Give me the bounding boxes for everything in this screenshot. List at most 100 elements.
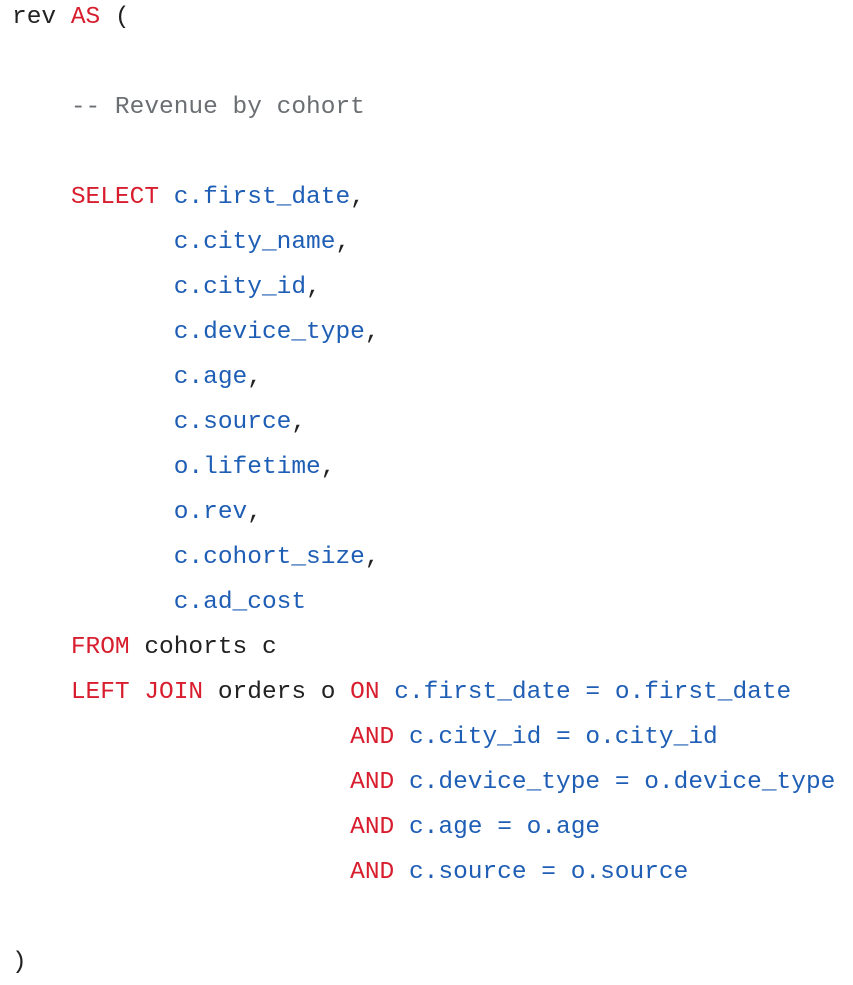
- sql-keyword: AND: [350, 859, 395, 886]
- code-line: ): [12, 940, 835, 985]
- code-text: ,: [247, 364, 262, 391]
- code-text: cohorts c: [129, 634, 277, 661]
- code-line: c.age,: [12, 355, 835, 400]
- code-text: [12, 409, 174, 436]
- operator: =: [497, 814, 512, 841]
- column-reference: c.city_id: [408, 724, 542, 751]
- code-text: (: [100, 4, 130, 31]
- sql-keyword: LEFT JOIN: [70, 679, 204, 706]
- code-text: ,: [335, 229, 351, 256]
- operator: =: [541, 859, 556, 886]
- code-text: [12, 94, 71, 121]
- code-text: [12, 229, 174, 256]
- code-text: [380, 679, 395, 706]
- code-line: AND c.age = o.age: [12, 805, 835, 850]
- code-line: c.cohort_size,: [12, 535, 835, 580]
- code-text: [12, 814, 350, 841]
- code-line: AND c.source = o.source: [12, 850, 835, 895]
- sql-keyword: AND: [350, 724, 395, 751]
- column-reference: c.device_type: [173, 319, 365, 346]
- code-text: [541, 724, 556, 751]
- column-reference: o.age: [526, 814, 601, 841]
- code-line: rev AS (: [12, 0, 835, 40]
- code-text: ,: [291, 409, 307, 436]
- code-text: [600, 679, 615, 706]
- sql-code-block: rev AS ( -- Revenue by cohort SELECT c.f…: [12, 0, 835, 985]
- code-text: [630, 769, 645, 796]
- code-text: [394, 769, 409, 796]
- code-text: [482, 814, 497, 841]
- column-reference: o.device_type: [644, 769, 836, 796]
- column-reference: c.ad_cost: [173, 589, 307, 616]
- column-reference: c.first_date: [394, 679, 571, 706]
- code-text: [12, 634, 71, 661]
- code-line: [12, 40, 835, 85]
- column-reference: c.city_id: [173, 274, 307, 301]
- code-line: c.device_type,: [12, 310, 835, 355]
- code-line: [12, 895, 835, 940]
- operator: =: [585, 679, 601, 706]
- code-line: AND c.device_type = o.device_type: [12, 760, 835, 805]
- code-text: ,: [364, 319, 380, 346]
- code-line: FROM cohorts c: [12, 625, 835, 670]
- code-line: [12, 130, 835, 175]
- code-line: c.source,: [12, 400, 835, 445]
- code-text: [394, 724, 409, 751]
- sql-keyword: AND: [350, 769, 395, 796]
- column-reference: c.first_date: [173, 184, 351, 211]
- code-line: o.lifetime,: [12, 445, 835, 490]
- code-text: ,: [364, 544, 380, 571]
- code-text: orders o: [203, 679, 351, 706]
- code-line: LEFT JOIN orders o ON c.first_date = o.f…: [12, 670, 835, 715]
- code-line: o.rev,: [12, 490, 835, 535]
- code-text: [12, 364, 174, 391]
- code-text: [512, 814, 527, 841]
- column-reference: o.source: [570, 859, 689, 886]
- code-line: -- Revenue by cohort: [12, 85, 835, 130]
- code-text: [571, 724, 586, 751]
- code-line: SELECT c.first_date,: [12, 175, 835, 220]
- sql-keyword: AND: [350, 814, 395, 841]
- code-text: [12, 769, 350, 796]
- column-reference: c.device_type: [408, 769, 601, 796]
- code-line: c.city_name,: [12, 220, 835, 265]
- column-reference: c.age: [173, 364, 248, 391]
- column-reference: o.first_date: [614, 679, 792, 706]
- column-reference: c.cohort_size: [173, 544, 365, 571]
- sql-keyword: ON: [350, 679, 380, 706]
- operator: =: [556, 724, 571, 751]
- column-reference: c.source: [173, 409, 292, 436]
- sql-keyword: FROM: [70, 634, 130, 661]
- code-text: [600, 769, 615, 796]
- code-text: [12, 679, 71, 706]
- code-text: [12, 544, 174, 571]
- code-text: [394, 814, 409, 841]
- sql-keyword: SELECT: [70, 184, 160, 211]
- code-text: ): [12, 949, 27, 976]
- column-reference: c.source: [408, 859, 527, 886]
- code-text: [12, 319, 174, 346]
- code-line: c.ad_cost: [12, 580, 835, 625]
- code-text: [12, 859, 350, 886]
- sql-keyword: AS: [70, 4, 101, 31]
- code-text: [12, 454, 174, 481]
- code-text: [12, 274, 174, 301]
- code-text: rev: [12, 4, 71, 31]
- column-reference: c.age: [408, 814, 483, 841]
- code-text: [527, 859, 542, 886]
- code-text: ,: [306, 274, 321, 301]
- code-text: [12, 589, 174, 616]
- column-reference: c.city_name: [173, 229, 336, 256]
- column-reference: o.lifetime: [173, 454, 321, 481]
- column-reference: o.city_id: [585, 724, 718, 751]
- code-line: c.city_id,: [12, 265, 835, 310]
- code-text: [12, 499, 174, 526]
- operator: =: [614, 769, 630, 796]
- code-text: ,: [320, 454, 336, 481]
- code-text: ,: [247, 499, 262, 526]
- code-text: ,: [350, 184, 365, 211]
- code-text: [12, 184, 71, 211]
- code-text: [159, 184, 174, 211]
- code-line: AND c.city_id = o.city_id: [12, 715, 835, 760]
- code-text: [556, 859, 571, 886]
